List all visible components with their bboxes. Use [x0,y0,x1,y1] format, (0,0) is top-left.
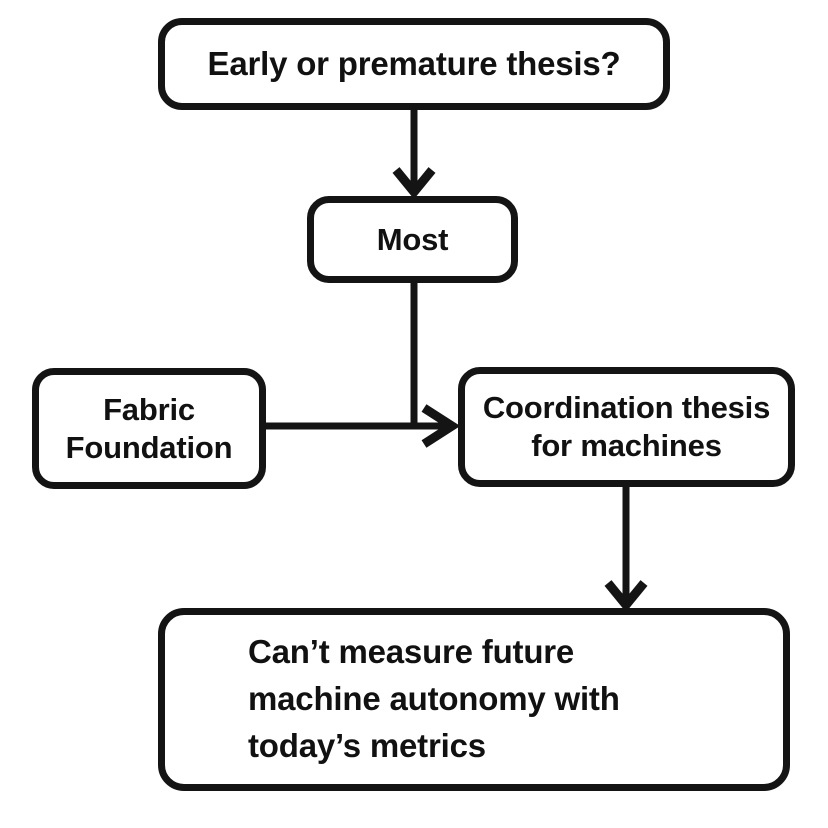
node-cant-measure-future-machine-autonomy[interactable]: Can’t measure future machine autonomy wi… [158,608,790,791]
edge-fabric-to-coordination [266,404,461,448]
node-label: Coordination thesis for machines [482,390,771,463]
node-early-or-premature-thesis[interactable]: Early or premature thesis? [158,18,670,110]
node-label: Can’t measure future machine autonomy wi… [248,633,620,764]
node-coordination-thesis-for-machines[interactable]: Coordination thesis for machines [458,367,795,487]
node-label: Fabric Foundation [65,391,233,465]
edge-thesis-to-most [392,110,436,200]
node-label: Most [376,221,449,257]
node-label: Early or premature thesis? [207,44,621,82]
node-most[interactable]: Most [307,196,518,283]
edge-coordination-to-outcome [604,487,648,613]
node-fabric-foundation[interactable]: Fabric Foundation [32,368,266,489]
